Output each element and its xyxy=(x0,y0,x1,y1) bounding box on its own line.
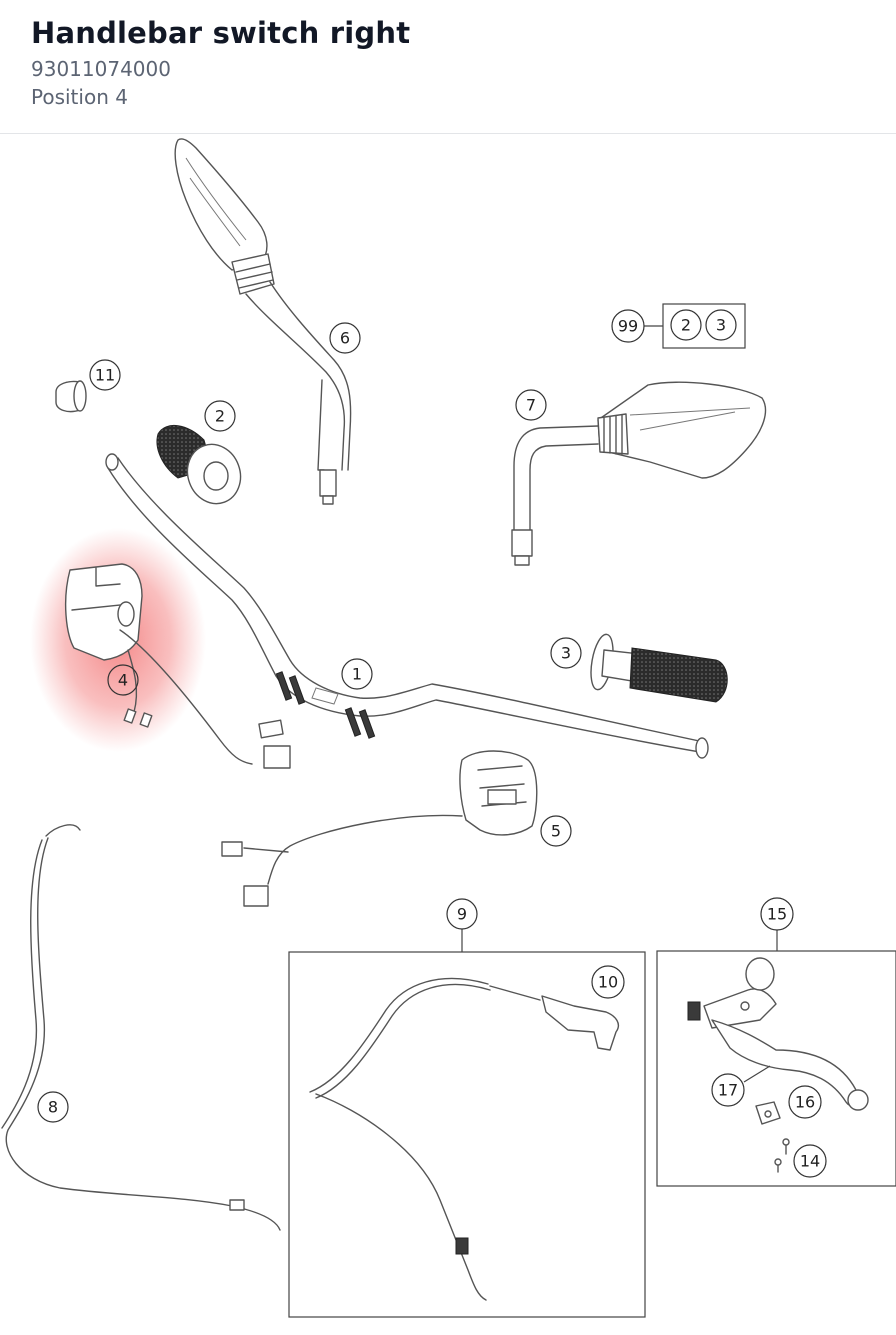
callout-1[interactable]: 1 xyxy=(341,658,373,690)
set-box-99 xyxy=(662,303,746,349)
callout-8[interactable]: 8 xyxy=(37,1091,69,1123)
svg-text:3: 3 xyxy=(561,644,571,663)
screw-part[interactable] xyxy=(774,1138,790,1173)
mirror-right-part[interactable] xyxy=(511,381,767,566)
svg-text:16: 16 xyxy=(795,1093,815,1112)
handlebar-switch-right-part[interactable] xyxy=(64,563,291,769)
handlebar-part[interactable] xyxy=(105,453,709,759)
svg-text:3: 3 xyxy=(716,316,726,335)
svg-text:17: 17 xyxy=(718,1081,738,1100)
svg-text:5: 5 xyxy=(551,822,561,841)
assembly-box-9 xyxy=(288,951,646,1318)
svg-text:9: 9 xyxy=(457,905,467,924)
grip-right-part[interactable] xyxy=(587,633,728,703)
svg-text:15: 15 xyxy=(767,905,787,924)
callout-17[interactable]: 17 xyxy=(711,1073,745,1107)
callout-2[interactable]: 2 xyxy=(204,400,236,432)
callout-99-item-2[interactable]: 2 xyxy=(670,309,702,341)
part-title: Handlebar switch right xyxy=(31,16,411,50)
svg-text:99: 99 xyxy=(618,317,638,336)
clutch-cable-assembly-part[interactable] xyxy=(309,977,620,1301)
svg-text:10: 10 xyxy=(598,973,618,992)
callout-99-item-3[interactable]: 3 xyxy=(705,309,737,341)
callout-99[interactable]: 99 xyxy=(611,309,645,343)
callout-11[interactable]: 11 xyxy=(89,359,121,391)
sleeve-part[interactable] xyxy=(55,380,87,413)
callout-14[interactable]: 14 xyxy=(793,1144,827,1178)
callout-16[interactable]: 16 xyxy=(788,1085,822,1119)
svg-text:1: 1 xyxy=(352,665,362,684)
svg-text:6: 6 xyxy=(340,329,350,348)
svg-text:2: 2 xyxy=(681,316,691,335)
svg-text:8: 8 xyxy=(48,1098,58,1117)
callout-4[interactable]: 4 xyxy=(107,664,139,696)
mirror-left-part[interactable] xyxy=(174,138,352,505)
clutch-cable-part[interactable] xyxy=(1,824,281,1231)
callout-10[interactable]: 10 xyxy=(591,965,625,999)
callout-5[interactable]: 5 xyxy=(540,815,572,847)
leader-17 xyxy=(743,1065,771,1083)
callout-3[interactable]: 3 xyxy=(550,637,582,669)
callout-15[interactable]: 15 xyxy=(760,897,794,931)
svg-text:4: 4 xyxy=(118,671,128,690)
handlebar-switch-left-part[interactable] xyxy=(221,750,538,907)
svg-text:14: 14 xyxy=(800,1152,820,1171)
clutch-lever-part[interactable] xyxy=(687,957,869,1111)
callout-7[interactable]: 7 xyxy=(515,389,547,421)
adjuster-part[interactable] xyxy=(755,1101,781,1125)
callout-6[interactable]: 6 xyxy=(329,322,361,354)
svg-text:2: 2 xyxy=(215,407,225,426)
svg-text:11: 11 xyxy=(95,366,115,385)
part-header: Handlebar switch right 93011074000 Posit… xyxy=(0,0,896,134)
grip-left-part[interactable] xyxy=(156,425,249,511)
svg-text:7: 7 xyxy=(526,396,536,415)
part-position: Position 4 xyxy=(31,85,128,109)
part-number: 93011074000 xyxy=(31,57,171,81)
callout-9[interactable]: 9 xyxy=(446,898,478,930)
